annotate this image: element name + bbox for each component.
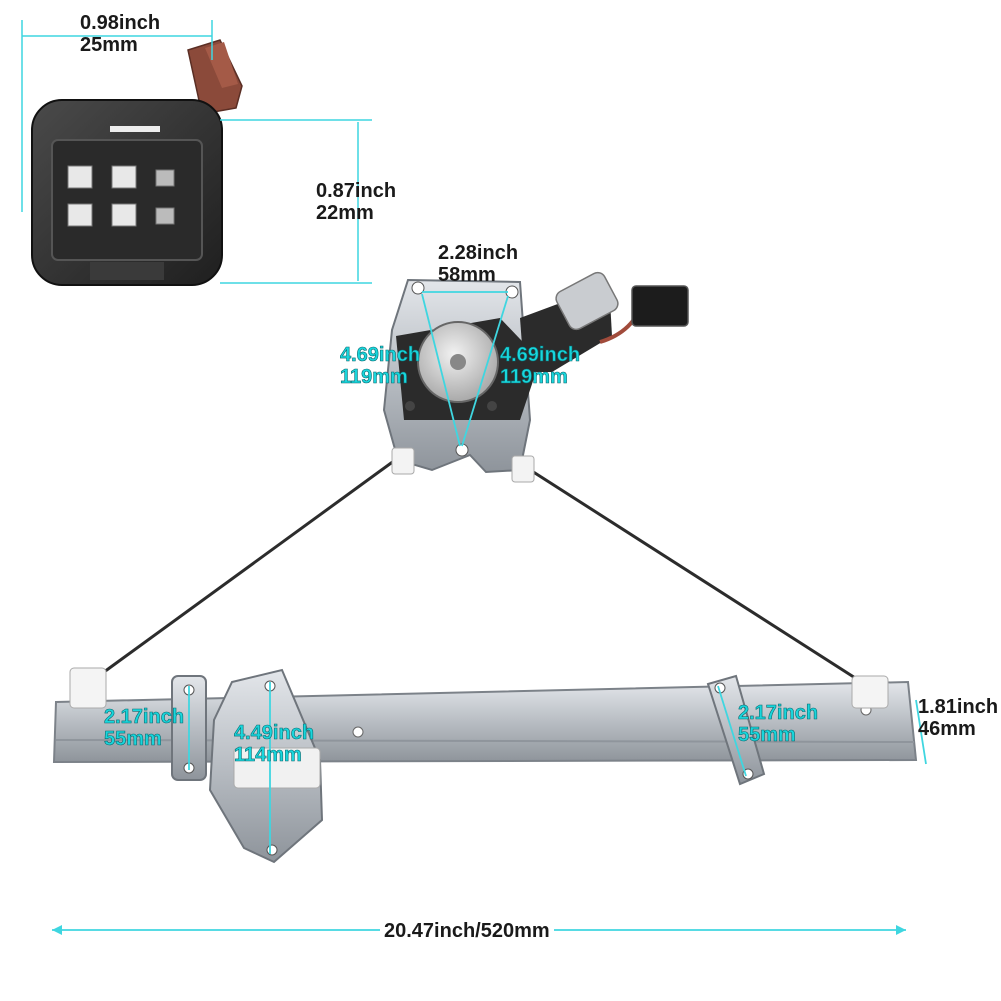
connector-pins: [67, 165, 175, 227]
motor-screw: [405, 401, 415, 411]
motor-mount-hole: [411, 281, 425, 295]
rail-dimension-lines: [188, 682, 927, 854]
center-bracket: [208, 668, 324, 864]
connector-wire-highlight: [205, 42, 238, 88]
motor-left-arm-label: 4.69inch 119mm: [340, 344, 421, 389]
motor-right-arm-label: 4.69inch 119mm: [500, 344, 581, 389]
rail-height-inch: 1.81inch: [918, 696, 999, 718]
motor-plug: [631, 285, 689, 327]
motor-screw: [487, 401, 497, 411]
connector-lock-tab: [90, 262, 164, 280]
left-clip-mm: 55mm: [104, 728, 162, 751]
connector-height-inch: 0.87inch: [316, 180, 397, 202]
overall-length-label: 20.47inch/520mm: [380, 920, 554, 942]
rail-hole: [352, 726, 364, 738]
motor-left-arm-mm: 119mm: [340, 366, 408, 389]
connector-width-mm: 25mm: [80, 34, 138, 56]
overall-length-text: 20.47inch/520mm: [384, 920, 550, 942]
cable-guide-right: [511, 455, 535, 483]
connector-socket: [51, 139, 203, 261]
connector-width-label: 0.98inch 25mm: [80, 12, 160, 56]
center-bracket-mm: 114mm: [234, 744, 302, 767]
motor-right-arm-inch: 4.69inch: [500, 344, 581, 367]
motor-left-arm-inch: 4.69inch: [340, 344, 421, 367]
motor-top-span-inch: 2.28inch: [438, 242, 519, 264]
connector-height-label: 0.87inch 22mm: [316, 180, 396, 224]
motor-top-span-label: 2.28inch 58mm: [438, 242, 518, 286]
center-bracket-inch: 4.49inch: [234, 722, 315, 745]
left-clip-inch: 2.17inch: [104, 706, 185, 729]
motor-dimension-lines: [421, 291, 509, 447]
right-clip-inch: 2.17inch: [738, 702, 819, 725]
right-clip-mm: 55mm: [738, 724, 796, 747]
right-glass-clip: [706, 674, 766, 786]
motor-top-span-mm: 58mm: [438, 264, 496, 286]
rail-height-mm: 46mm: [918, 718, 976, 740]
connector-dimension-lines: [21, 20, 372, 284]
connector-height-mm: 22mm: [316, 202, 374, 224]
connector-width-inch: 0.98inch: [80, 12, 161, 34]
regulator-cables: [103, 456, 875, 692]
right-clip-label: 2.17inch 55mm: [738, 702, 819, 747]
center-bracket-label: 4.49inch 114mm: [234, 722, 315, 767]
motor-cylinder: [555, 271, 619, 331]
connector-closeup: [31, 39, 243, 286]
rail-end-cap-left: [69, 667, 107, 709]
connector-latch-mark: [110, 126, 160, 132]
rail-end-cap-right: [851, 675, 889, 709]
cable-guide-left: [391, 447, 415, 475]
left-clip-label: 2.17inch 55mm: [104, 706, 185, 751]
rail-height-label: 1.81inch 46mm: [918, 696, 998, 740]
motor-gear-hub: [450, 354, 466, 370]
motor-right-arm-mm: 119mm: [500, 366, 568, 389]
motor-assembly: [382, 271, 689, 483]
